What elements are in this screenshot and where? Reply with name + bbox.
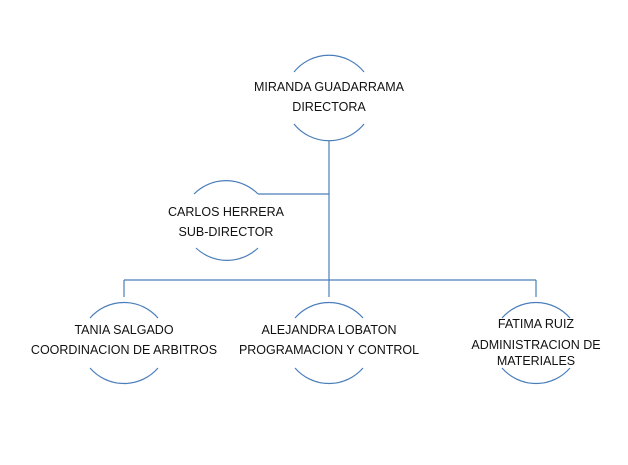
- node-programacion-name: ALEJANDRA LOBATON: [261, 323, 397, 337]
- node-director-role: DIRECTORA: [292, 100, 366, 114]
- node-programacion-arc-bottom: [294, 367, 364, 385]
- node-arbitros: TANIA SALGADO COORDINACION DE ARBITROS: [24, 320, 224, 360]
- node-director-arc-top: [293, 54, 365, 73]
- node-subdirector-name: CARLOS HERRERA: [168, 205, 284, 219]
- node-programacion-role: PROGRAMACION Y CONTROL: [238, 343, 420, 357]
- node-arbitros-arc-bottom: [89, 367, 159, 385]
- node-materiales: FATIMA RUIZ ADMINISTRACION DE MATERIALES: [466, 314, 606, 368]
- node-director-arc-bottom: [293, 123, 365, 142]
- node-subdirector-arc-bottom: [195, 247, 259, 261]
- node-materiales-arc-top: [501, 301, 571, 319]
- node-materiales-role-line1: ADMINISTRACION DE: [471, 338, 601, 352]
- node-materiales-name: FATIMA RUIZ: [497, 317, 575, 331]
- node-subdirector: CARLOS HERRERA SUB-DIRECTOR: [151, 202, 301, 242]
- node-director-name: MIRANDA GUADARRAMA: [253, 80, 405, 94]
- node-arbitros-arc-top: [89, 301, 159, 319]
- node-materiales-arc-bottom: [501, 367, 571, 385]
- node-programacion: ALEJANDRA LOBATON PROGRAMACION Y CONTROL: [229, 320, 429, 360]
- node-subdirector-arc-top: [193, 180, 259, 195]
- node-programacion-arc-top: [294, 301, 364, 319]
- node-director: MIRANDA GUADARRAMA DIRECTORA: [229, 77, 429, 117]
- node-subdirector-role: SUB-DIRECTOR: [178, 225, 274, 239]
- node-materiales-role-line2: MATERIALES: [496, 354, 576, 368]
- node-arbitros-role: COORDINACION DE ARBITROS: [30, 343, 218, 357]
- node-arbitros-name: TANIA SALGADO: [74, 323, 174, 337]
